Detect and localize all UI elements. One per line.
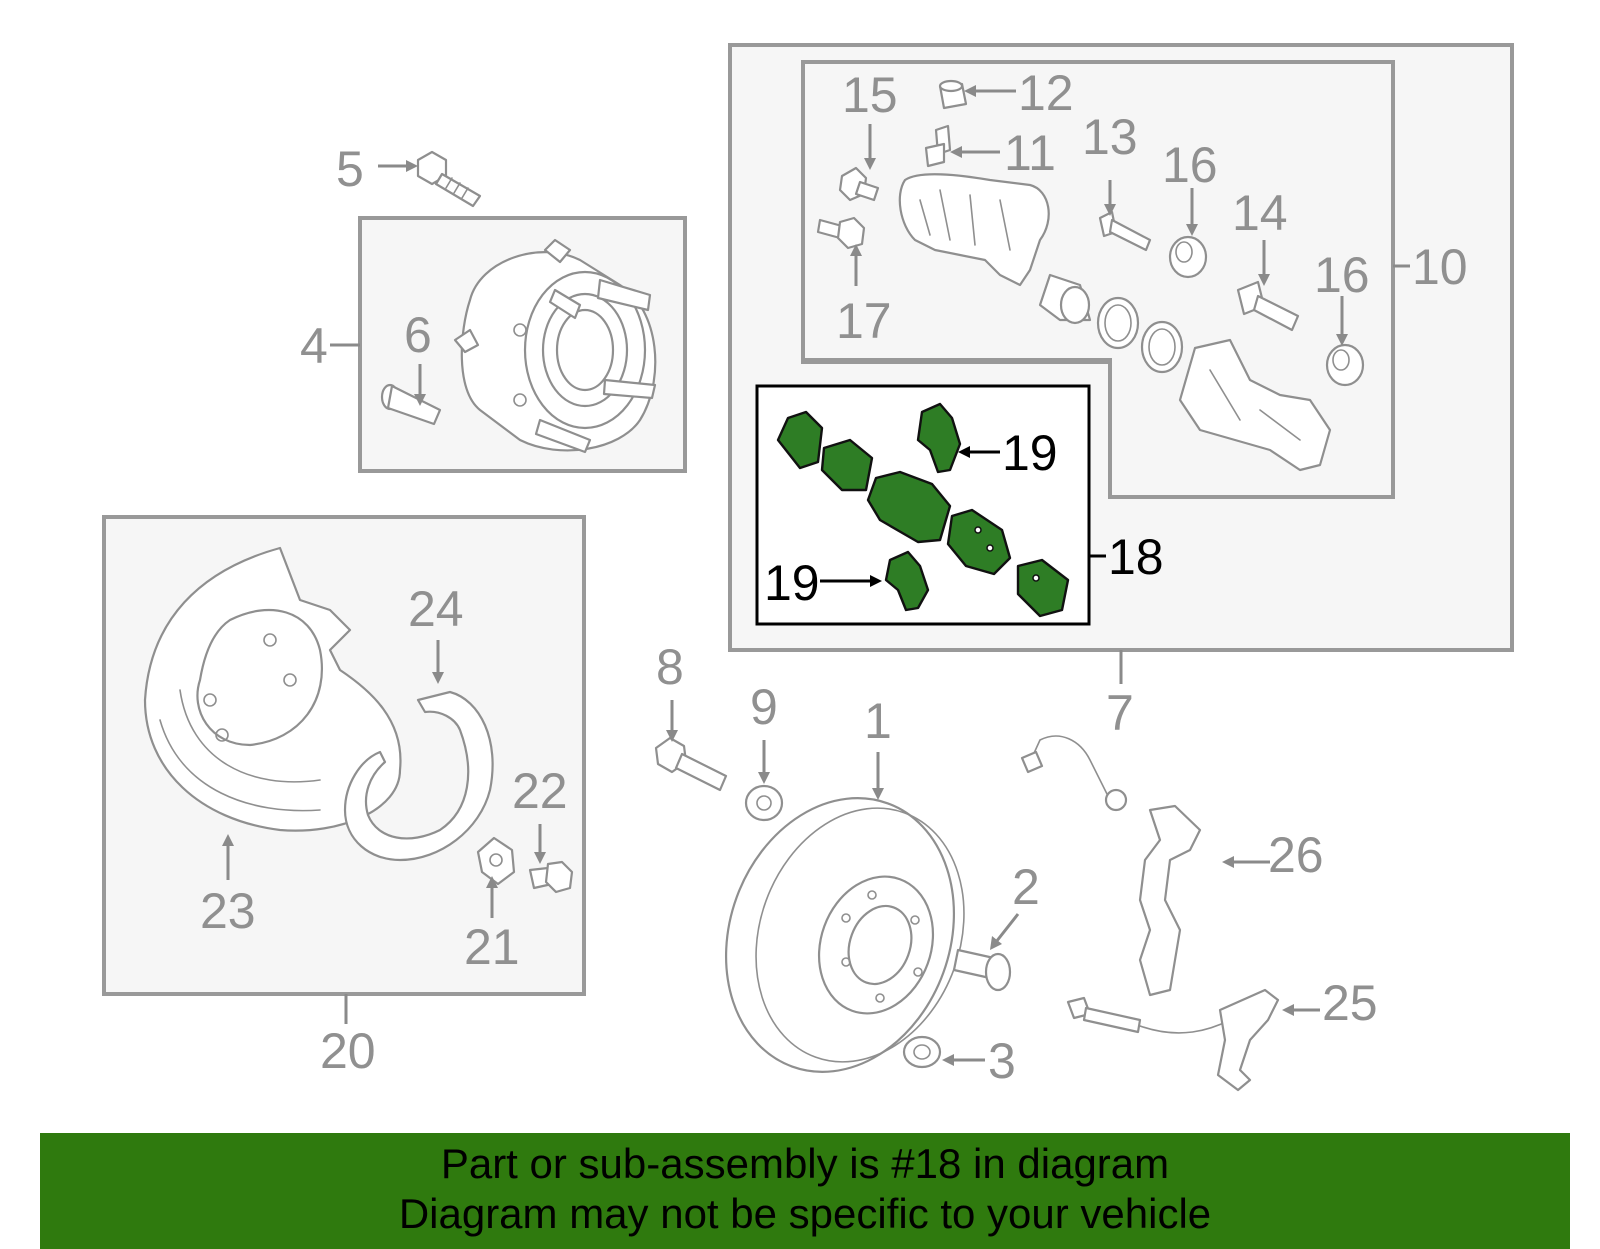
label-1: 1 <box>864 693 892 749</box>
banner-line-1: Part or sub-assembly is #18 in diagram <box>440 1140 1170 1187</box>
label-17: 17 <box>836 293 892 349</box>
label-12: 12 <box>1018 65 1074 121</box>
pad-outer-a <box>866 470 952 544</box>
label-24: 24 <box>408 581 464 637</box>
label-19b: 19 <box>764 555 820 611</box>
banner-line-2: Diagram may not be specific to your vehi… <box>398 1190 1212 1237</box>
pad-inner-b <box>946 508 1012 576</box>
stud-6 <box>380 383 442 426</box>
cap-12 <box>938 79 968 110</box>
bolt-22 <box>528 860 574 894</box>
label-11: 11 <box>1004 125 1056 181</box>
parts-diagram: 1 2 3 4 5 6 7 8 9 10 11 12 13 14 15 16 1… <box>102 43 1514 1092</box>
bolt-15 <box>838 166 880 202</box>
plug-3 <box>902 1035 942 1069</box>
label-15: 15 <box>842 67 898 123</box>
bolt-17 <box>816 216 866 250</box>
label-10: 10 <box>1412 239 1468 295</box>
wheel-speed-sensor-25 <box>1066 988 1280 1092</box>
boot-16a <box>1168 235 1208 279</box>
label-4: 4 <box>300 318 328 374</box>
label-13: 13 <box>1082 109 1138 165</box>
screw-2 <box>952 948 1012 992</box>
label-3: 3 <box>988 1033 1016 1089</box>
label-16b: 16 <box>1314 247 1370 303</box>
label-19a: 19 <box>1002 425 1058 481</box>
brake-pad-set-18 <box>776 410 1070 618</box>
label-6: 6 <box>404 307 432 363</box>
boot-16b <box>1325 343 1365 387</box>
label-9: 9 <box>750 679 778 735</box>
label-2: 2 <box>1012 859 1040 915</box>
bleeder-11 <box>924 124 952 168</box>
washer-9 <box>744 784 784 822</box>
label-8: 8 <box>656 639 684 695</box>
label-21: 21 <box>464 919 520 975</box>
pad-outer-b <box>1016 558 1070 618</box>
label-18: 18 <box>1108 529 1164 585</box>
label-14: 14 <box>1232 185 1288 241</box>
guide-pin-14 <box>1236 280 1300 332</box>
brake-rotor-1 <box>724 797 965 1073</box>
pad-shim-a <box>776 410 824 470</box>
nut-21 <box>476 836 516 886</box>
label-26: 26 <box>1268 827 1324 883</box>
clip-19a <box>916 402 962 474</box>
label-23: 23 <box>200 883 256 939</box>
hub-bearing-4 <box>453 238 657 454</box>
bolt-5 <box>416 150 482 208</box>
label-7: 7 <box>1106 685 1134 741</box>
wheel-speed-sensor-26 <box>1020 735 1202 997</box>
backing-plate-23 <box>143 546 402 832</box>
caliper-housing <box>898 173 1050 287</box>
brake-shoe-24 <box>343 690 494 862</box>
bolt-8 <box>654 736 728 792</box>
label-25: 25 <box>1322 975 1378 1031</box>
guide-pin-13 <box>1098 210 1152 252</box>
label-16a: 16 <box>1162 137 1218 193</box>
label-5: 5 <box>336 141 364 197</box>
clip-19b <box>884 550 930 612</box>
caliper-bracket <box>1178 338 1332 472</box>
label-22: 22 <box>512 763 568 819</box>
piston <box>1038 273 1092 325</box>
pad-inner-a <box>820 438 874 492</box>
label-20: 20 <box>320 1023 376 1079</box>
info-banner: Part or sub-assembly is #18 in diagram D… <box>40 1133 1570 1249</box>
